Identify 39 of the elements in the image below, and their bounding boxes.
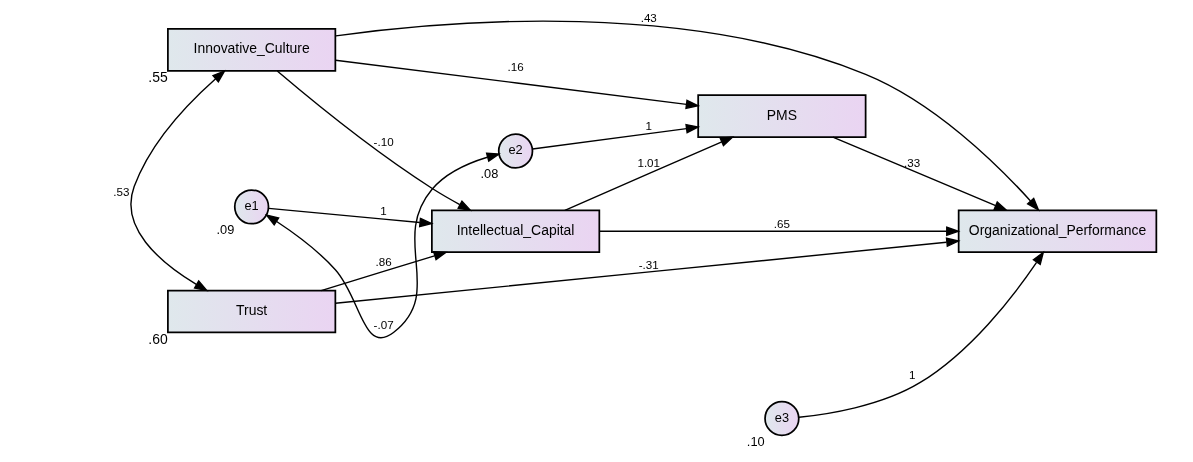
edge-label: .53: [112, 184, 129, 198]
arrow: [267, 207, 434, 228]
node-label: .08: [480, 166, 498, 182]
edge-label: 1.01: [636, 156, 660, 170]
node-box: PMS: [696, 94, 866, 138]
arrow: [320, 251, 448, 292]
node-label: .10: [746, 433, 765, 449]
edge-label: .16: [507, 59, 524, 73]
arrow: [598, 226, 960, 237]
edge-label: 1: [379, 204, 387, 218]
edge-label: .86: [375, 255, 392, 269]
edge-label: 1: [645, 119, 652, 133]
arrow: [276, 70, 472, 212]
edge-label: 1: [908, 367, 915, 381]
node-box: Organizational_Performance: [957, 209, 1157, 254]
node-label: .55: [147, 68, 168, 85]
edge-label: -.10: [373, 135, 394, 149]
edge-label: -.31: [638, 257, 659, 271]
arrow: [129, 69, 226, 292]
edge-label: .43: [640, 10, 657, 24]
edge-label: .33: [903, 156, 920, 170]
node-box: Innovative_Culture: [166, 28, 336, 72]
arrow: [831, 136, 1008, 212]
arrow: [797, 250, 1044, 418]
arrow: [531, 123, 700, 150]
node-label: .09: [216, 221, 234, 237]
node-box: Trust: [166, 289, 336, 334]
arrow: [264, 152, 501, 339]
node-circle: e1: [233, 189, 269, 225]
edge-label: .65: [773, 216, 790, 230]
arrow: [563, 136, 734, 211]
arrow: [334, 59, 700, 110]
node-circle: e2: [497, 133, 533, 169]
node-circle: e3: [763, 400, 800, 437]
node-label: .60: [147, 330, 168, 347]
edge-label: -.07: [373, 317, 394, 331]
node-box: Intellectual_Capital: [430, 209, 600, 254]
arrow: [334, 237, 961, 304]
arrow: [334, 20, 1040, 212]
